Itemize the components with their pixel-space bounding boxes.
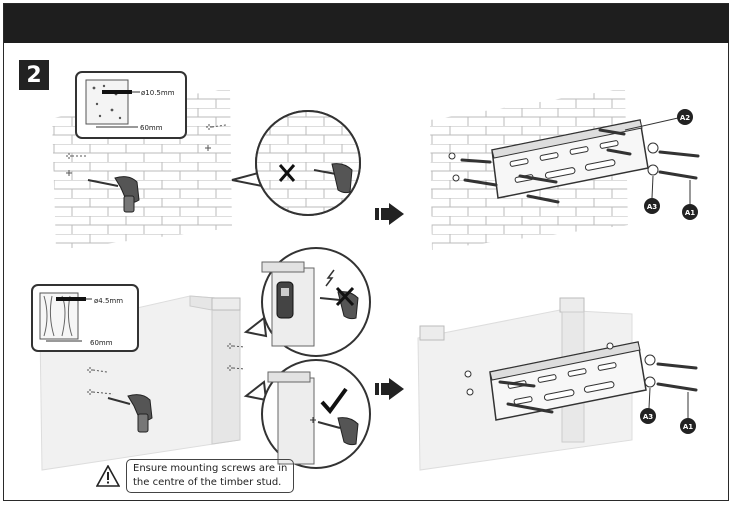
header-bar (4, 4, 729, 43)
timber-hole-detail: ø4.5mm 60mm (31, 284, 139, 352)
stud-finder-icon (276, 281, 294, 319)
arrow-right-icon (375, 203, 404, 225)
washers-top (448, 142, 659, 182)
cross-mark-icon (278, 164, 296, 182)
label-a2-top: A2 (680, 114, 690, 122)
warning-line-2: the centre of the timber stud. (133, 477, 282, 488)
check-mark-icon (320, 387, 348, 415)
brick-hole-depth-label: 60mm (140, 124, 163, 132)
wrong-drill-callout (231, 110, 361, 216)
label-a3-top: A3 (647, 203, 657, 211)
timber-hole-diameter-label: ø4.5mm (94, 297, 123, 305)
warning-note: Ensure mounting screws are in the centre… (96, 459, 295, 493)
washers-bottom (464, 342, 656, 396)
part-labels-top: A2 A3 A1 (624, 109, 698, 220)
part-labels-bottom: A3 A1 (640, 387, 696, 434)
label-a3-bottom: A3 (643, 413, 653, 421)
drill-marks-left (66, 124, 227, 176)
drill-marks-bottom-left (87, 343, 246, 395)
cross-mark-icon-bottom (335, 286, 355, 307)
correct-drill-callout (243, 359, 371, 469)
arrow-right-icon-bottom (375, 378, 404, 400)
wall-bracket-bottom (489, 341, 647, 421)
step-number-badge: 2 (19, 60, 49, 90)
screws-top (460, 128, 700, 204)
screws-bottom (498, 362, 698, 414)
brick-hole-diameter-label: ø10.5mm (141, 89, 175, 97)
warning-icon (96, 465, 120, 487)
page-frame (3, 3, 729, 501)
label-a1-bottom: A1 (683, 423, 693, 431)
label-a1-top: A1 (685, 209, 695, 217)
timber-hole-depth-label: 60mm (90, 339, 113, 347)
drill-icon-bottom (107, 394, 153, 433)
drill-icon (87, 176, 140, 213)
brick-hole-detail: ø10.5mm 60mm (75, 71, 187, 139)
warning-text-box: Ensure mounting screws are in the centre… (126, 459, 295, 493)
warning-line-1: Ensure mounting screws are in (133, 463, 288, 474)
